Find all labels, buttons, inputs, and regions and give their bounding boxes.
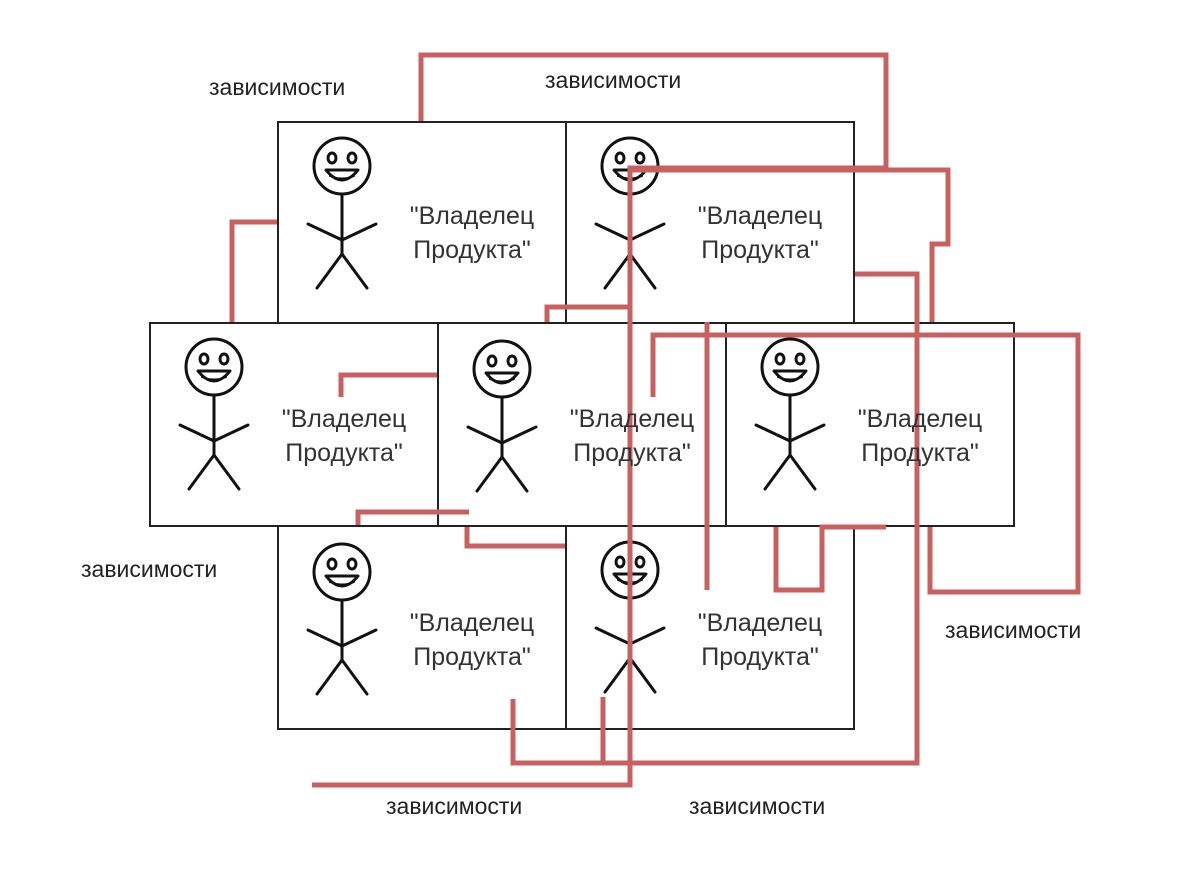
stick-figure-icon — [466, 339, 538, 493]
dependency-line — [355, 509, 469, 525]
team-label: "Владелец Продукта" — [697, 609, 823, 671]
dependency-label: зависимости — [386, 793, 523, 819]
dependency-line — [510, 699, 606, 766]
stick-figure-icon — [306, 542, 378, 696]
team-box — [565, 525, 855, 730]
stick-figure-icon — [178, 337, 250, 491]
stick-figure-icon — [306, 136, 378, 290]
team-label: "Владелец Продукта" — [409, 202, 535, 264]
team-label: "Владелец Продукта" — [697, 202, 823, 264]
team-label: "Владелец Продукта" — [857, 405, 983, 467]
team-label: "Владелец Продукта" — [409, 609, 535, 671]
dependency-label: зависимости — [81, 556, 218, 582]
dependency-line — [229, 219, 277, 322]
dependency-line — [338, 372, 437, 397]
stick-figure-icon — [754, 337, 826, 491]
dependency-label: зависимости — [945, 617, 1082, 643]
dependency-line — [464, 527, 565, 549]
dependency-line — [630, 167, 951, 322]
dependency-label: зависимости — [545, 67, 682, 93]
dependency-line — [650, 332, 1081, 595]
dependency-label: зависимости — [209, 74, 346, 100]
dependency-line — [544, 304, 630, 322]
dependency-label: зависимости — [689, 793, 826, 819]
team-label: "Владелец Продукта" — [281, 405, 407, 467]
team-label: "Владелец Продукта" — [569, 405, 695, 467]
dependency-line — [773, 524, 886, 593]
dependency-line — [600, 271, 920, 766]
